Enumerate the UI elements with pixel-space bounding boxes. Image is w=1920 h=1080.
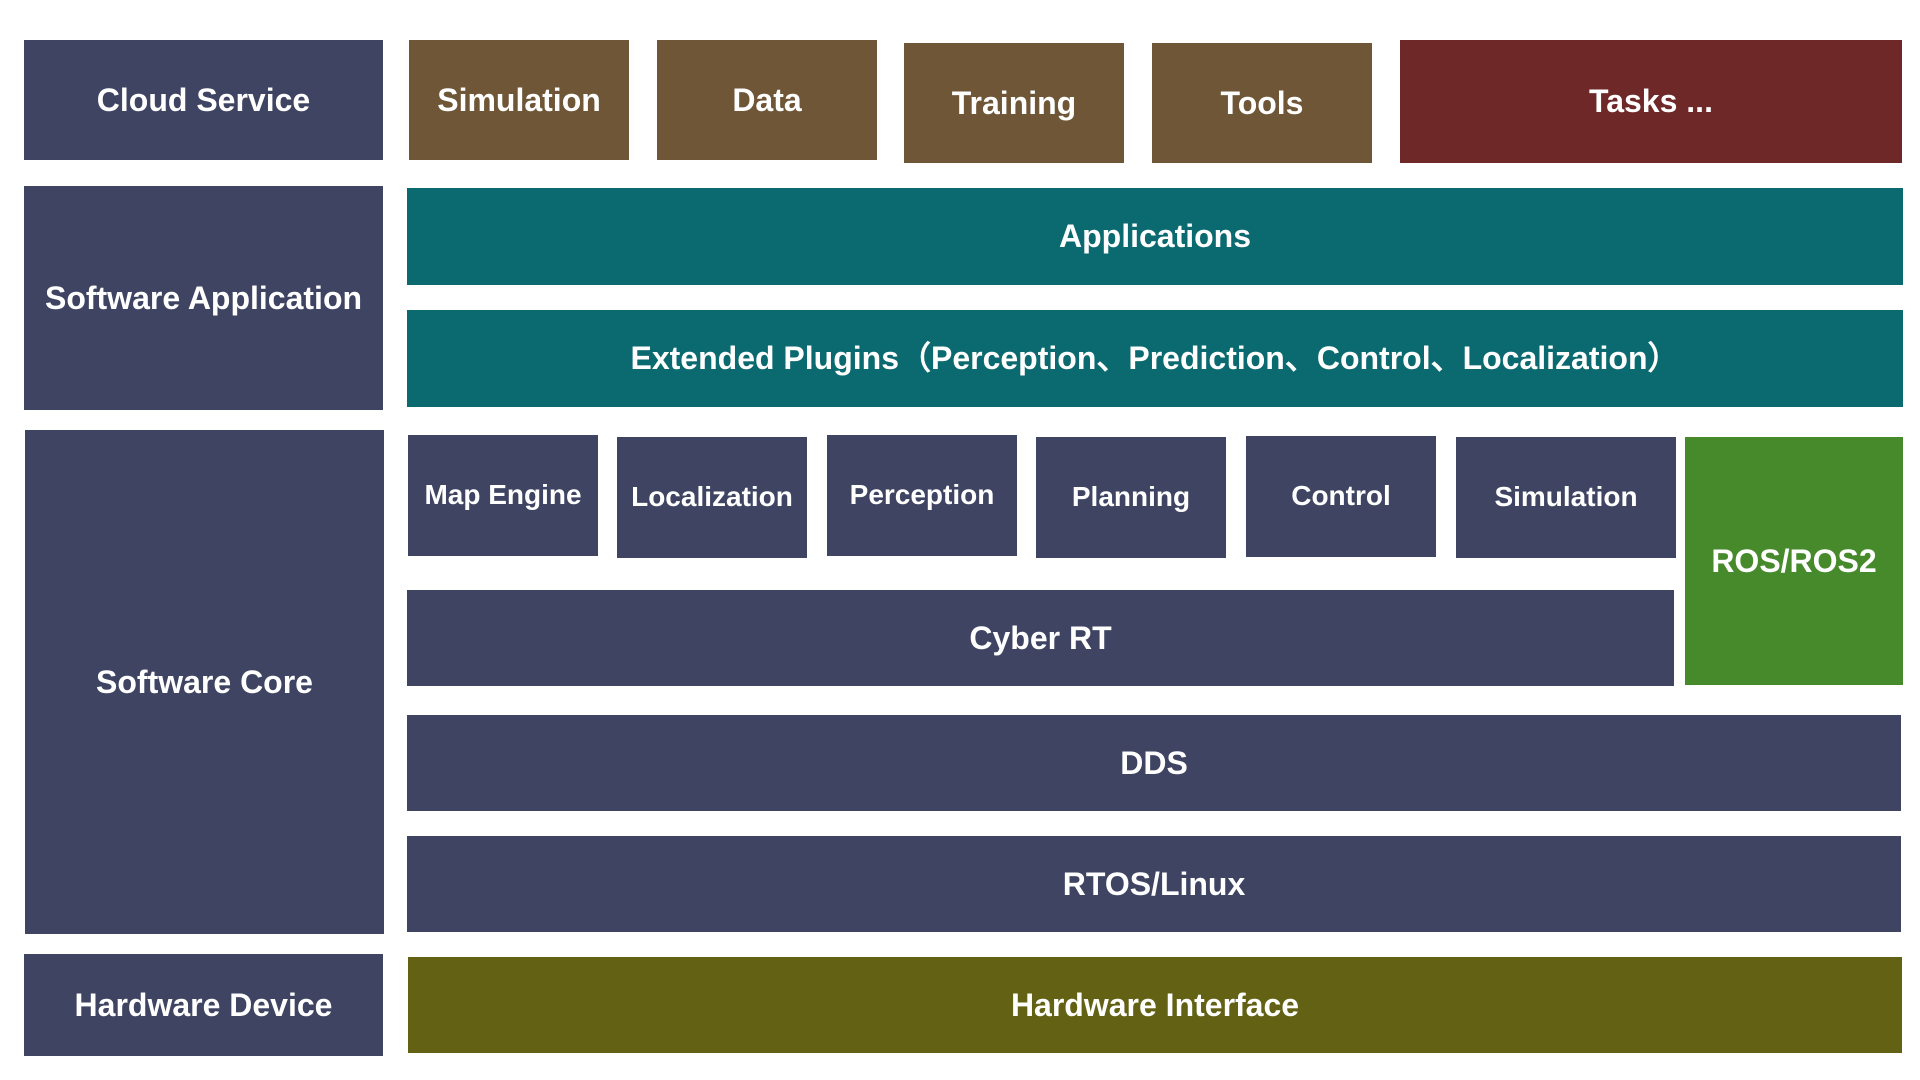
- layer-label-hardware-device: Hardware Device: [24, 954, 383, 1056]
- hardware-interface-label: Hardware Interface: [1010, 986, 1300, 1023]
- cyber-rt-bar: Cyber RT: [407, 590, 1674, 686]
- core-module-label: Simulation: [1494, 481, 1638, 513]
- layer-label-software-core: Software Core: [25, 430, 384, 934]
- extended-plugins-label: Extended Plugins（Perception、Prediction、C…: [630, 340, 1680, 377]
- core-module-perception: Perception: [827, 435, 1017, 556]
- layer-label-text: Software Core: [96, 663, 313, 700]
- core-module-planning: Planning: [1036, 437, 1226, 558]
- core-module-label: Map Engine: [424, 479, 582, 511]
- core-module-simulation: Simulation: [1456, 437, 1676, 558]
- cloud-item-label: Simulation: [437, 81, 601, 118]
- dds-bar: DDS: [407, 715, 1901, 811]
- layer-label-software-application: Software Application: [24, 186, 383, 410]
- applications-bar: Applications: [407, 188, 1903, 285]
- cloud-item-simulation: Simulation: [409, 40, 629, 160]
- ros-ros2-block: ROS/ROS2: [1685, 437, 1903, 685]
- layer-label-text: Software Application: [44, 279, 363, 316]
- cloud-item-training: Training: [904, 43, 1124, 163]
- cloud-item-label: Tools: [1220, 84, 1304, 121]
- rtos-linux-label: RTOS/Linux: [1062, 865, 1246, 902]
- cloud-item-tools: Tools: [1152, 43, 1372, 163]
- core-module-map-engine: Map Engine: [408, 435, 598, 556]
- hardware-interface-bar: Hardware Interface: [408, 957, 1902, 1053]
- core-module-label: Control: [1291, 480, 1391, 512]
- dds-label: DDS: [1120, 744, 1188, 781]
- core-module-label: Planning: [1071, 481, 1191, 513]
- layer-label-cloud-service: Cloud Service: [24, 40, 383, 160]
- cyber-rt-label: Cyber RT: [969, 619, 1112, 656]
- cloud-item-label: Data: [732, 81, 802, 118]
- core-module-label: Localization: [631, 481, 793, 513]
- rtos-linux-bar: RTOS/Linux: [407, 836, 1901, 932]
- applications-label: Applications: [1058, 218, 1251, 255]
- ros-ros2-label: ROS/ROS2: [1711, 542, 1877, 579]
- cloud-item-tasks: Tasks ...: [1400, 40, 1902, 163]
- extended-plugins-bar: Extended Plugins（Perception、Prediction、C…: [407, 310, 1903, 407]
- cloud-item-label: Tasks ...: [1589, 83, 1713, 120]
- core-module-label: Perception: [849, 479, 995, 511]
- layer-label-text: Hardware Device: [74, 986, 333, 1023]
- cloud-item-label: Training: [951, 84, 1077, 121]
- core-module-control: Control: [1246, 436, 1436, 557]
- layer-label-text: Cloud Service: [96, 81, 311, 118]
- cloud-item-data: Data: [657, 40, 877, 160]
- core-module-localization: Localization: [617, 437, 807, 558]
